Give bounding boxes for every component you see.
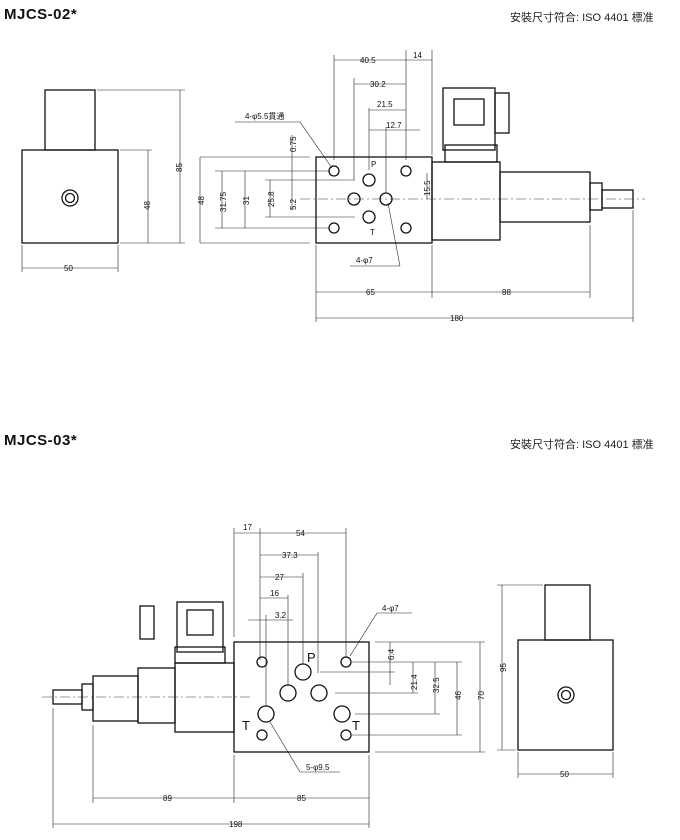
- port-t-label: T: [370, 228, 375, 237]
- standard-note-1: 安裝尺寸符合: ISO 4401 標准: [510, 12, 654, 24]
- port-p-label: P: [371, 160, 376, 169]
- standard-note-2: 安裝尺寸符合: ISO 4401 標准: [510, 439, 654, 451]
- dim-3-2: 3.2: [275, 611, 287, 620]
- port-t-left-label: T: [242, 718, 250, 733]
- label-through-holes: 4-φ5.5貫通: [245, 111, 284, 121]
- dim-5-2: 5.2: [289, 198, 298, 210]
- label-ports-03: 5-φ9.5: [306, 763, 330, 772]
- dim-15-5: 15.5: [423, 180, 432, 196]
- dim-0-75: 0.75: [289, 136, 298, 152]
- dim-95: 95: [499, 663, 508, 672]
- dim-21-4: 21.4: [410, 674, 419, 690]
- dim-85: 85: [175, 163, 184, 172]
- dim-27: 27: [275, 573, 284, 582]
- dim-198: 198: [229, 820, 243, 829]
- dim-31-75: 31.75: [219, 191, 228, 212]
- dim-31: 31: [242, 196, 251, 205]
- dim-17: 17: [243, 523, 252, 532]
- dim-70: 70: [477, 691, 486, 700]
- dim-25-8: 25.8: [267, 191, 276, 207]
- dim-16: 16: [270, 589, 279, 598]
- dim-65: 65: [366, 288, 375, 297]
- dim-40-5: 40.5: [360, 56, 376, 65]
- dim-46: 46: [454, 691, 463, 700]
- mjcs02-front-view: P T 40.5 14 30.2 21.5 12.7 48 31.75 31 2…: [197, 50, 645, 323]
- dim-48-front: 48: [197, 196, 206, 205]
- dim-85-03: 85: [297, 794, 306, 803]
- dim-180: 180: [450, 314, 464, 323]
- dim-50-03: 50: [560, 770, 569, 779]
- dim-89: 89: [163, 794, 172, 803]
- dim-54: 54: [296, 529, 305, 538]
- dim-48: 48: [143, 201, 152, 210]
- dim-21-5: 21.5: [377, 100, 393, 109]
- dim-32-5: 32.5: [432, 677, 441, 693]
- label-port-holes: 4-φ7: [356, 256, 373, 265]
- model-title-mjcs-03: MJCS-03*: [4, 432, 78, 449]
- port-p-label-03: P: [307, 650, 316, 665]
- mjcs03-side-view: 95 50: [497, 584, 614, 779]
- mounting-holes-03: [256, 656, 352, 741]
- mounting-holes: [328, 165, 412, 234]
- dim-37-3: 37.3: [282, 551, 298, 560]
- label-holes-03: 4-φ7: [382, 604, 399, 613]
- dim-6-4: 6.4: [387, 648, 396, 660]
- dim-12-7: 12.7: [386, 121, 402, 130]
- mjcs03-front-view: P T T 17 54 37.3 27 16 3.2 70 46 32.5: [42, 523, 486, 829]
- dim-30-2: 30.2: [370, 80, 386, 89]
- dim-50: 50: [64, 264, 73, 273]
- model-title-mjcs-02: MJCS-02*: [4, 6, 78, 23]
- mjcs02-side-view: 50 48 85: [21, 89, 185, 273]
- dim-88: 88: [502, 288, 511, 297]
- dim-14: 14: [413, 51, 422, 60]
- port-t-right-label: T: [352, 718, 360, 733]
